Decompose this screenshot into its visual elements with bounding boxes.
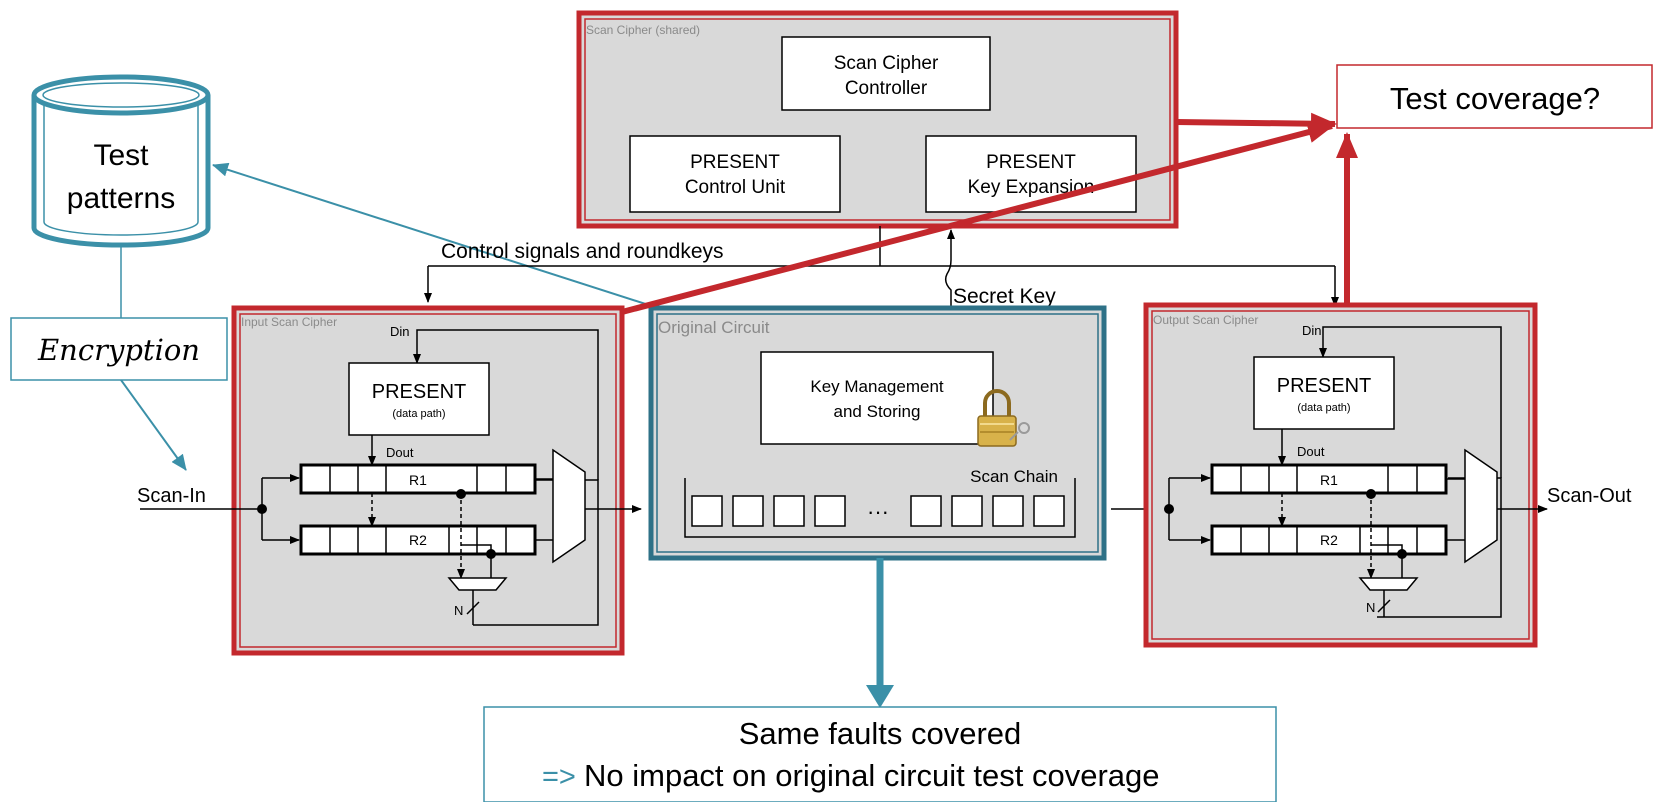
scan-chain-label: Scan Chain [970, 467, 1058, 486]
response-to-test-patterns-arrow [212, 162, 659, 309]
input-present-label: PRESENT [372, 381, 466, 403]
scan-out-label: Scan-Out [1547, 485, 1632, 507]
test-coverage-label: Test coverage? [1390, 81, 1600, 116]
scan-cipher-controller-label-2: Controller [845, 78, 928, 99]
control-signals-label: Control signals and roundkeys [441, 240, 724, 263]
input-r1-label: R1 [409, 472, 427, 488]
input-dout-label: Dout [386, 445, 414, 460]
output-dout-label: Dout [1297, 444, 1325, 459]
conclusion-line-2: No impact on original circuit test cover… [584, 758, 1159, 793]
control-unit-label-2: Control Unit [685, 177, 786, 198]
input-cipher-title: Input Scan Cipher [241, 315, 337, 329]
input-n-label: N [454, 603, 463, 618]
original-circuit-title: Original Circuit [658, 318, 770, 337]
key-expansion-label-2: Key Expansion [968, 177, 1095, 198]
encryption-to-scan-in-arrow [120, 379, 187, 471]
scan-cipher-shared-block: Scan Cipher (shared) Scan Cipher Control… [576, 10, 1179, 229]
test-coverage-box [1336, 64, 1653, 129]
secret-key-label: Secret Key [953, 285, 1056, 308]
scan-chain-flip-flops [691, 495, 1065, 527]
output-n-label: N [1366, 600, 1375, 615]
present-key-expansion-box [925, 135, 1137, 213]
control-signal-bus [424, 226, 1339, 307]
test-patterns-label-1: Test [93, 139, 149, 172]
key-expansion-label-1: PRESENT [986, 152, 1076, 173]
output-cipher-title: Output Scan Cipher [1153, 313, 1258, 327]
output-r1-label: R1 [1320, 472, 1338, 488]
scan-cipher-controller-box [781, 36, 991, 111]
encryption-box [10, 317, 228, 381]
test-patterns-database: Test patterns [31, 74, 211, 248]
output-din-label: Din [1302, 323, 1322, 338]
conclusion-box [483, 706, 1277, 802]
scan-chain-ellipsis: ··· [867, 499, 889, 524]
key-mgmt-label-1: Key Management [810, 377, 944, 396]
input-din-label: Din [390, 324, 410, 339]
encryption-label: Encryption [37, 333, 200, 367]
output-scan-cipher-block: Output Scan Cipher Din PRESENT (data pat… [1143, 302, 1538, 648]
output-data-path-label: (data path) [1297, 402, 1350, 414]
conclusion-arrow-symbol: => [542, 761, 576, 793]
present-control-unit-box [629, 135, 841, 213]
output-r2-label: R2 [1320, 532, 1338, 548]
secret-key-arrow [944, 229, 955, 352]
input-r2-label: R2 [409, 532, 427, 548]
scan-cipher-title: Scan Cipher (shared) [586, 23, 700, 37]
scan-in-label: Scan-In [137, 485, 206, 507]
key-management-box [760, 351, 994, 445]
test-coverage-arrows [621, 112, 1358, 315]
scan-cipher-controller-label-1: Scan Cipher [834, 53, 939, 74]
original-circuit-block: Original Circuit Key Management and Stor… [648, 305, 1107, 561]
input-data-path-label: (data path) [392, 408, 445, 420]
output-present-label: PRESENT [1277, 375, 1371, 397]
control-unit-label-1: PRESENT [690, 152, 780, 173]
test-patterns-label-2: patterns [67, 182, 175, 215]
input-scan-cipher-block: Input Scan Cipher Din PRESENT (data path… [231, 305, 625, 656]
padlock-icon [977, 389, 1030, 447]
conclusion-line-1: Same faults covered [739, 716, 1022, 751]
key-mgmt-label-2: and Storing [834, 402, 921, 421]
